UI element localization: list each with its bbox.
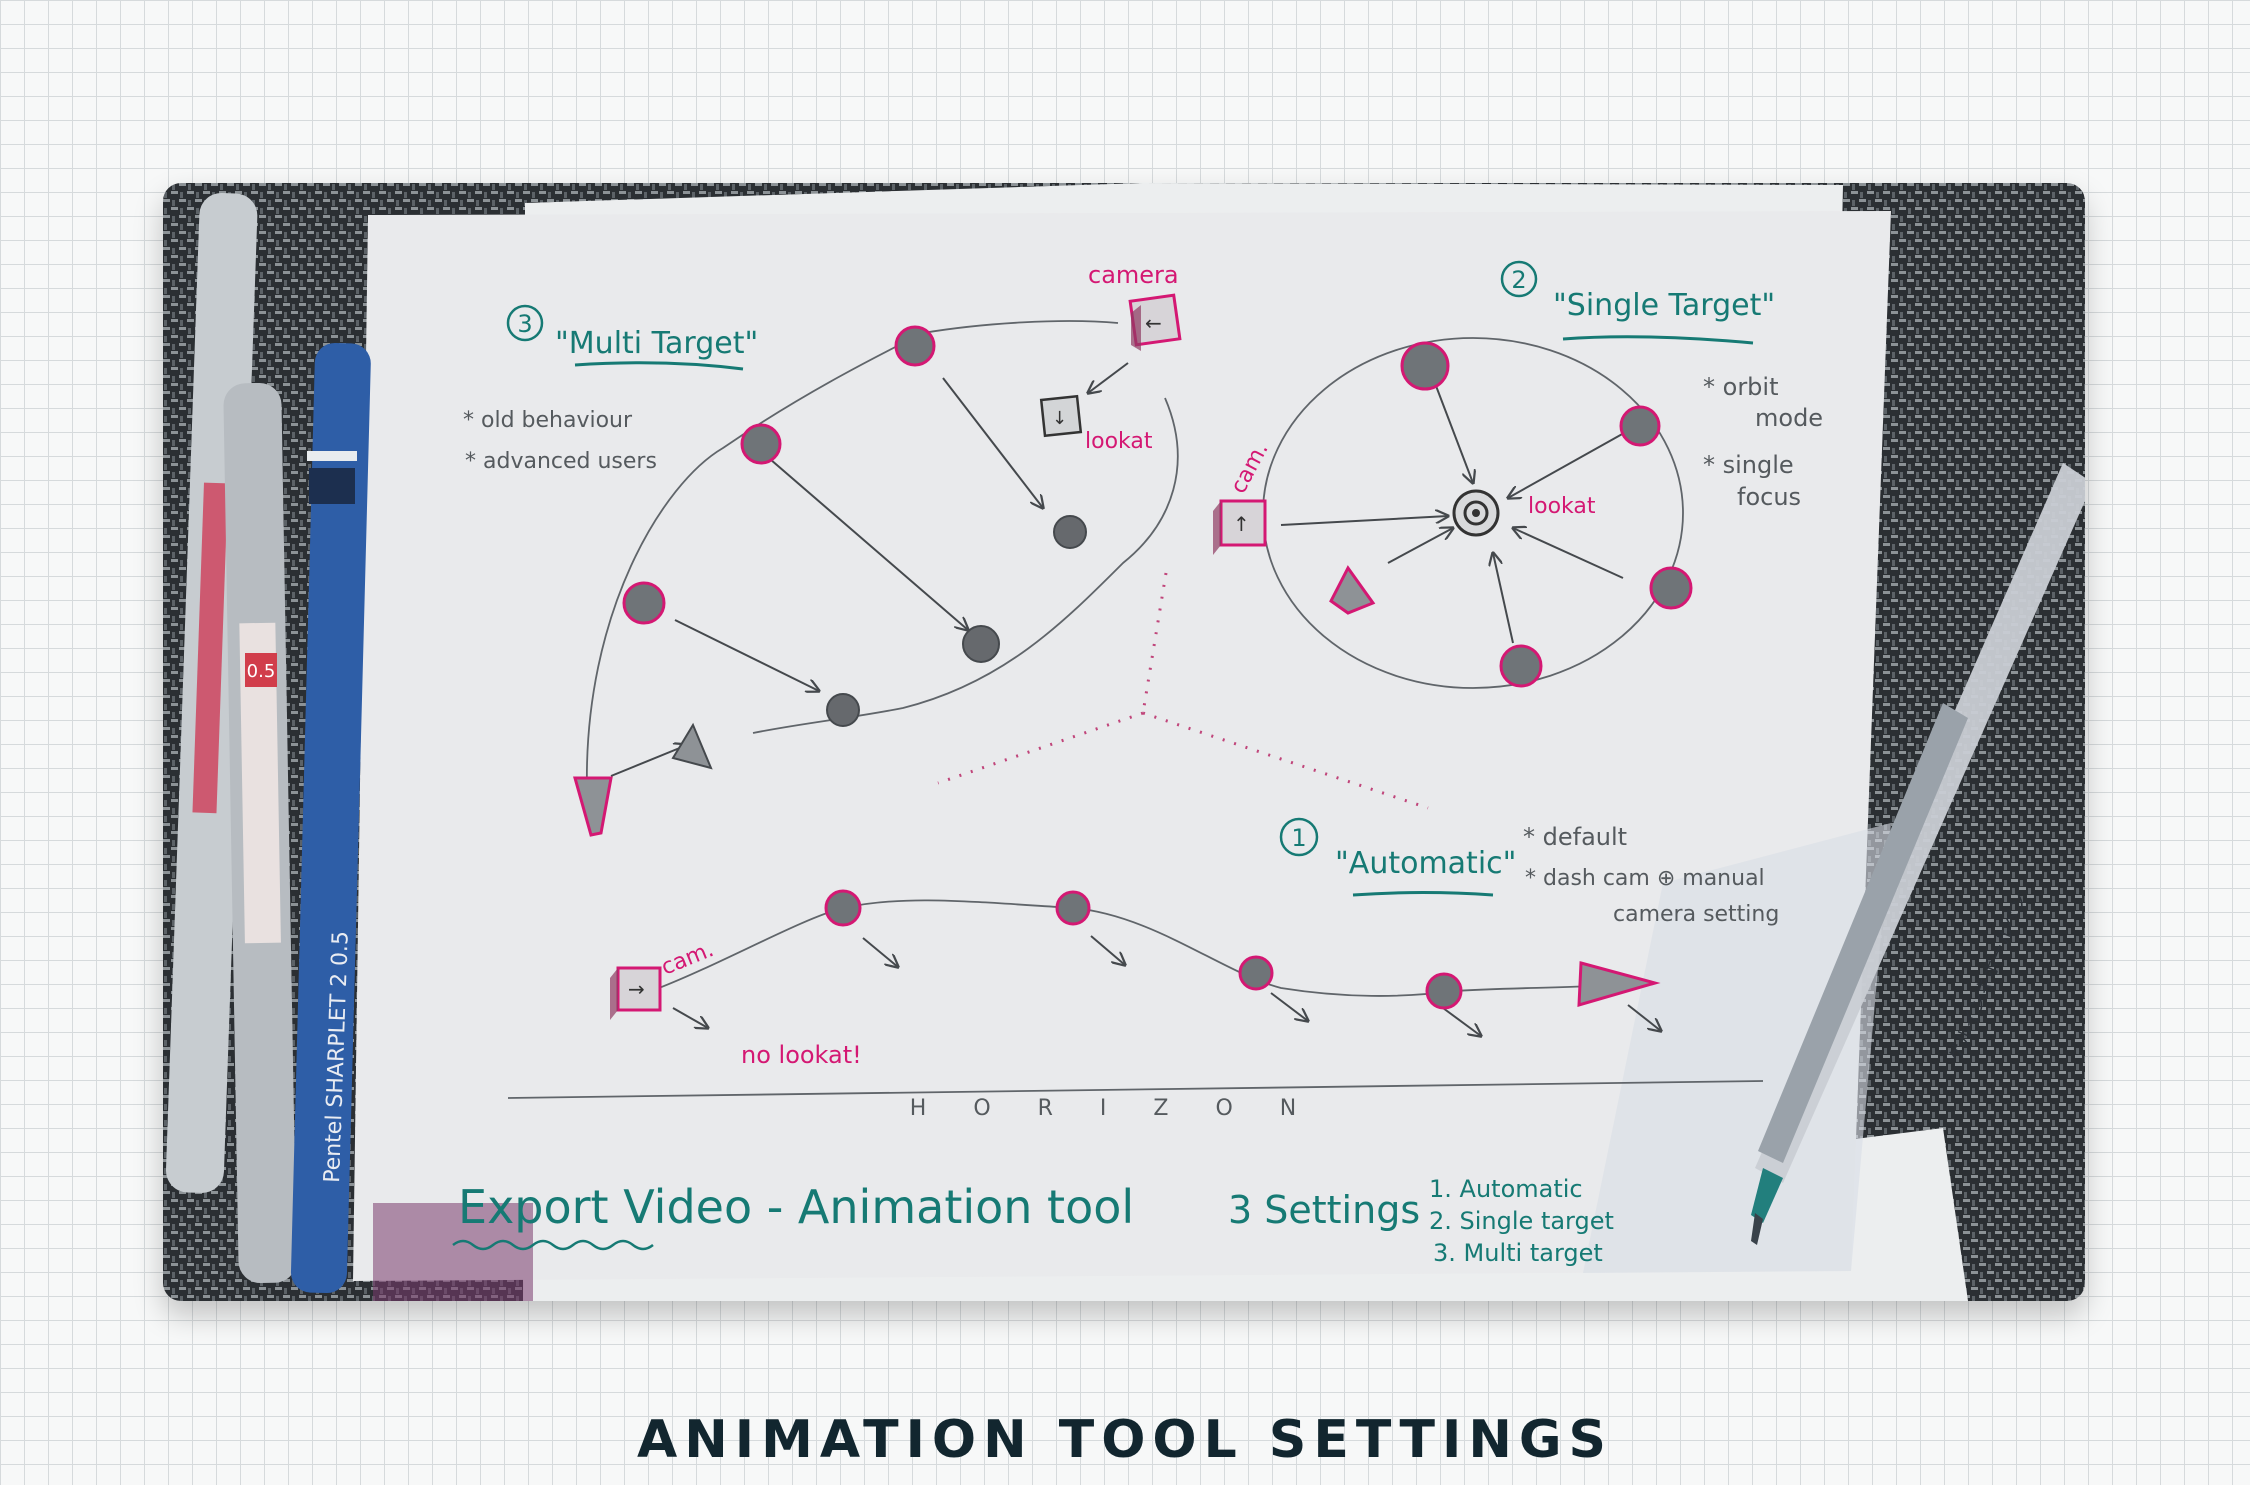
automatic-no-lookat-label: no lookat! (741, 1041, 862, 1069)
multi-target-camera-label: camera (1088, 261, 1179, 289)
single-target-note-4: focus (1737, 483, 1801, 511)
automatic-number-circle (1279, 817, 1319, 857)
automatic-note-2: * dash cam ⊕ manual (1525, 866, 1765, 891)
settings-list-3: 3. Multi target (1433, 1239, 1603, 1267)
single-target-title: "Single Target" (1553, 288, 1775, 323)
single-target-section: 2 "Single Target" * orbit mode * single … (1213, 260, 1823, 689)
multi-target-section: 3 "Multi Target" * old behaviour * advan… (463, 261, 1182, 837)
multi-target-lookat-label: lookat (1085, 429, 1153, 454)
automatic-number: 1 (1291, 824, 1306, 852)
multi-target-number-circle (506, 304, 544, 342)
multi-target-number: 3 (517, 310, 532, 338)
svg-text:→: → (628, 977, 645, 1001)
page-caption: ANIMATION TOOL SETTINGS (637, 1410, 1613, 1470)
settings-list-2: 2. Single target (1429, 1207, 1614, 1235)
single-target-number-circle (1500, 260, 1538, 298)
single-target-lookat-label: lookat (1528, 494, 1596, 519)
multi-target-note-2: * advanced users (465, 449, 657, 474)
sketch-paper (353, 211, 1891, 1281)
paper-shade (1583, 823, 1891, 1273)
single-target-note-1: * orbit (1703, 373, 1779, 401)
svg-text:↓: ↓ (1052, 408, 1067, 429)
single-target-note-2: mode (1755, 404, 1823, 432)
settings-list-1: 1. Automatic (1429, 1175, 1583, 1203)
settings-heading: 3 Settings (1228, 1188, 1420, 1232)
multi-target-title: "Multi Target" (555, 326, 758, 361)
automatic-title: "Automatic" (1335, 846, 1516, 881)
multi-target-note-1: * old behaviour (463, 408, 633, 433)
svg-text:←: ← (1145, 311, 1162, 335)
horizon-label: H O R I Z O N (910, 1096, 1316, 1121)
pencil-group: 0.5 Pentel SHARPLET 2 0.5 (165, 193, 533, 1301)
single-target-number: 2 (1511, 266, 1526, 294)
svg-text:↑: ↑ (1233, 512, 1250, 536)
automatic-note-1: * default (1523, 823, 1627, 851)
horizon-line (507, 1080, 1764, 1099)
footer-title: Export Video - Animation tool (458, 1180, 1134, 1234)
automatic-note-3: camera setting (1613, 902, 1779, 927)
pencil-label-1: 0.5 (247, 661, 276, 682)
sketch-photo: 0.5 Pentel SHARPLET 2 0.5 ゲルインキボールペン 3 "… (163, 183, 2085, 1301)
single-target-note-3: * single (1703, 451, 1794, 479)
section-dividers (937, 572, 1429, 810)
